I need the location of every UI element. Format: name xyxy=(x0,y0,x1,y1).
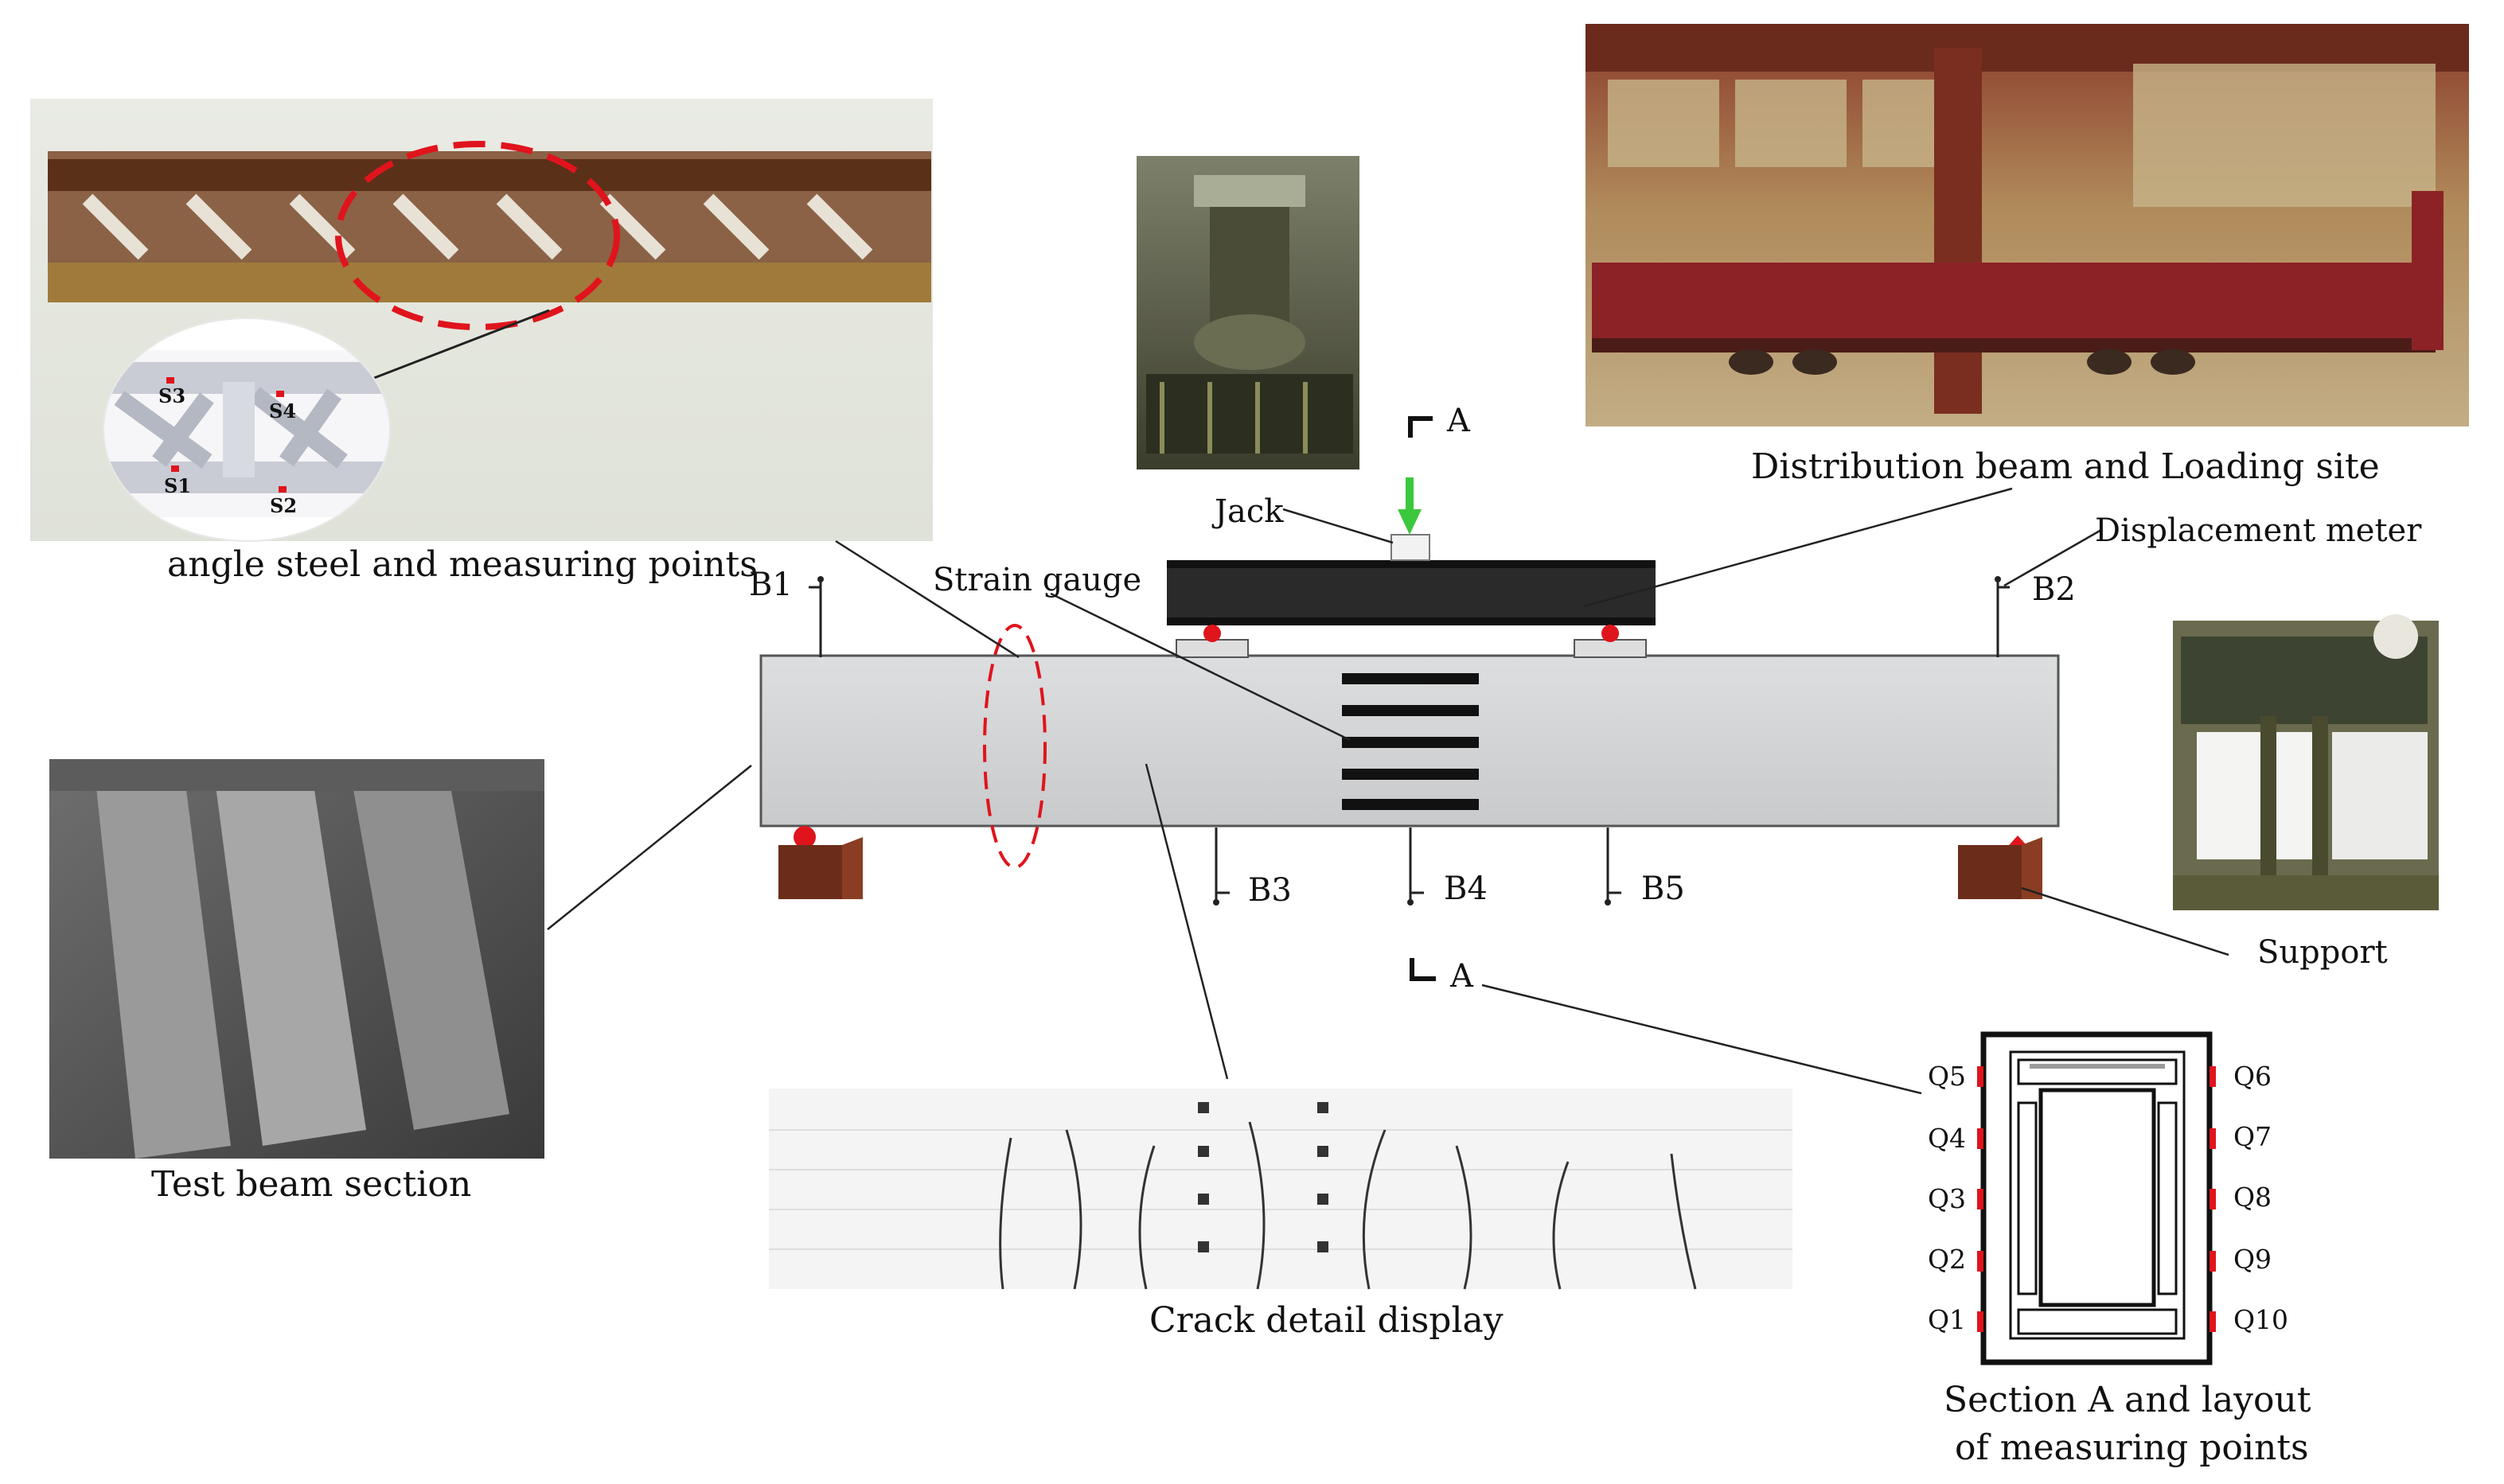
label-displacement-meter: Displacement meter xyxy=(2095,512,2422,549)
jack-photo xyxy=(1137,156,1359,469)
distribution-beam xyxy=(1167,560,1656,625)
displacement-label-b2: B2 xyxy=(2032,571,2076,608)
section-cut-marker-bottom xyxy=(1410,958,1436,981)
steel-model-inset xyxy=(103,317,391,542)
section-cut-marker-top xyxy=(1408,416,1433,438)
steel-point-label: S2 xyxy=(270,494,297,517)
callout-ellipse-crack xyxy=(983,624,1047,869)
section-point-label: Q7 xyxy=(2233,1121,2272,1152)
label-support: Support xyxy=(2257,934,2388,971)
caption-test-beam-section: Test beam section xyxy=(151,1164,471,1205)
section-cut-label-bottom: A xyxy=(1449,958,1474,995)
section-point-label: Q5 xyxy=(1928,1061,1966,1092)
crack-detail-image xyxy=(769,1089,1792,1290)
support-left xyxy=(778,826,863,899)
steel-measuring-points: S3 S4 S1 S2 xyxy=(158,377,297,517)
section-point-label: Q1 xyxy=(1928,1304,1966,1335)
caption-angle-steel: angle steel and measuring points xyxy=(167,544,758,585)
section-cut-label-top: A xyxy=(1446,403,1471,439)
label-strain-gauge: Strain gauge xyxy=(933,562,1141,598)
section-a-drawing xyxy=(1980,1031,2213,1365)
label-jack: Jack xyxy=(1211,493,1284,530)
displacement-label-b5: B5 xyxy=(1641,871,1685,907)
section-point-label: Q3 xyxy=(1928,1183,1966,1214)
steel-point-label: S4 xyxy=(269,399,296,423)
leader-lines xyxy=(547,487,2229,1095)
section-point-label: Q4 xyxy=(1928,1123,1966,1154)
caption-distribution-beam: Distribution beam and Loading site xyxy=(1751,446,2380,487)
displacement-label-b4: B4 xyxy=(1444,871,1488,907)
caption-crack-detail: Crack detail display xyxy=(1149,1300,1504,1341)
section-point-label: Q6 xyxy=(2233,1061,2272,1092)
jack-block xyxy=(1390,534,1430,561)
section-measuring-markers xyxy=(1977,1066,2216,1332)
support-photo xyxy=(2173,614,2439,910)
main-beam-assembly xyxy=(759,477,2060,906)
section-point-label: Q2 xyxy=(1928,1244,1966,1275)
caption-section-a-line2: of measuring points xyxy=(1955,1428,2309,1468)
test-beam-section-photo xyxy=(49,759,544,1159)
section-point-label: Q8 xyxy=(2233,1182,2272,1213)
callout-ellipse-steel xyxy=(335,141,620,330)
section-point-label: Q10 xyxy=(2233,1304,2288,1335)
strain-gauge-stripes xyxy=(1342,673,1479,810)
angle-steel-photo xyxy=(30,99,933,542)
loading-site-photo xyxy=(1585,24,2469,427)
displacement-label-b1: B1 xyxy=(749,567,793,603)
load-arrow-icon xyxy=(1398,477,1422,535)
section-point-label: Q9 xyxy=(2233,1244,2272,1275)
caption-section-a-line1: Section A and layout xyxy=(1944,1380,2311,1420)
steel-point-label: S1 xyxy=(164,474,191,497)
displacement-label-b3: B3 xyxy=(1248,872,1292,909)
steel-point-label: S3 xyxy=(158,384,185,407)
